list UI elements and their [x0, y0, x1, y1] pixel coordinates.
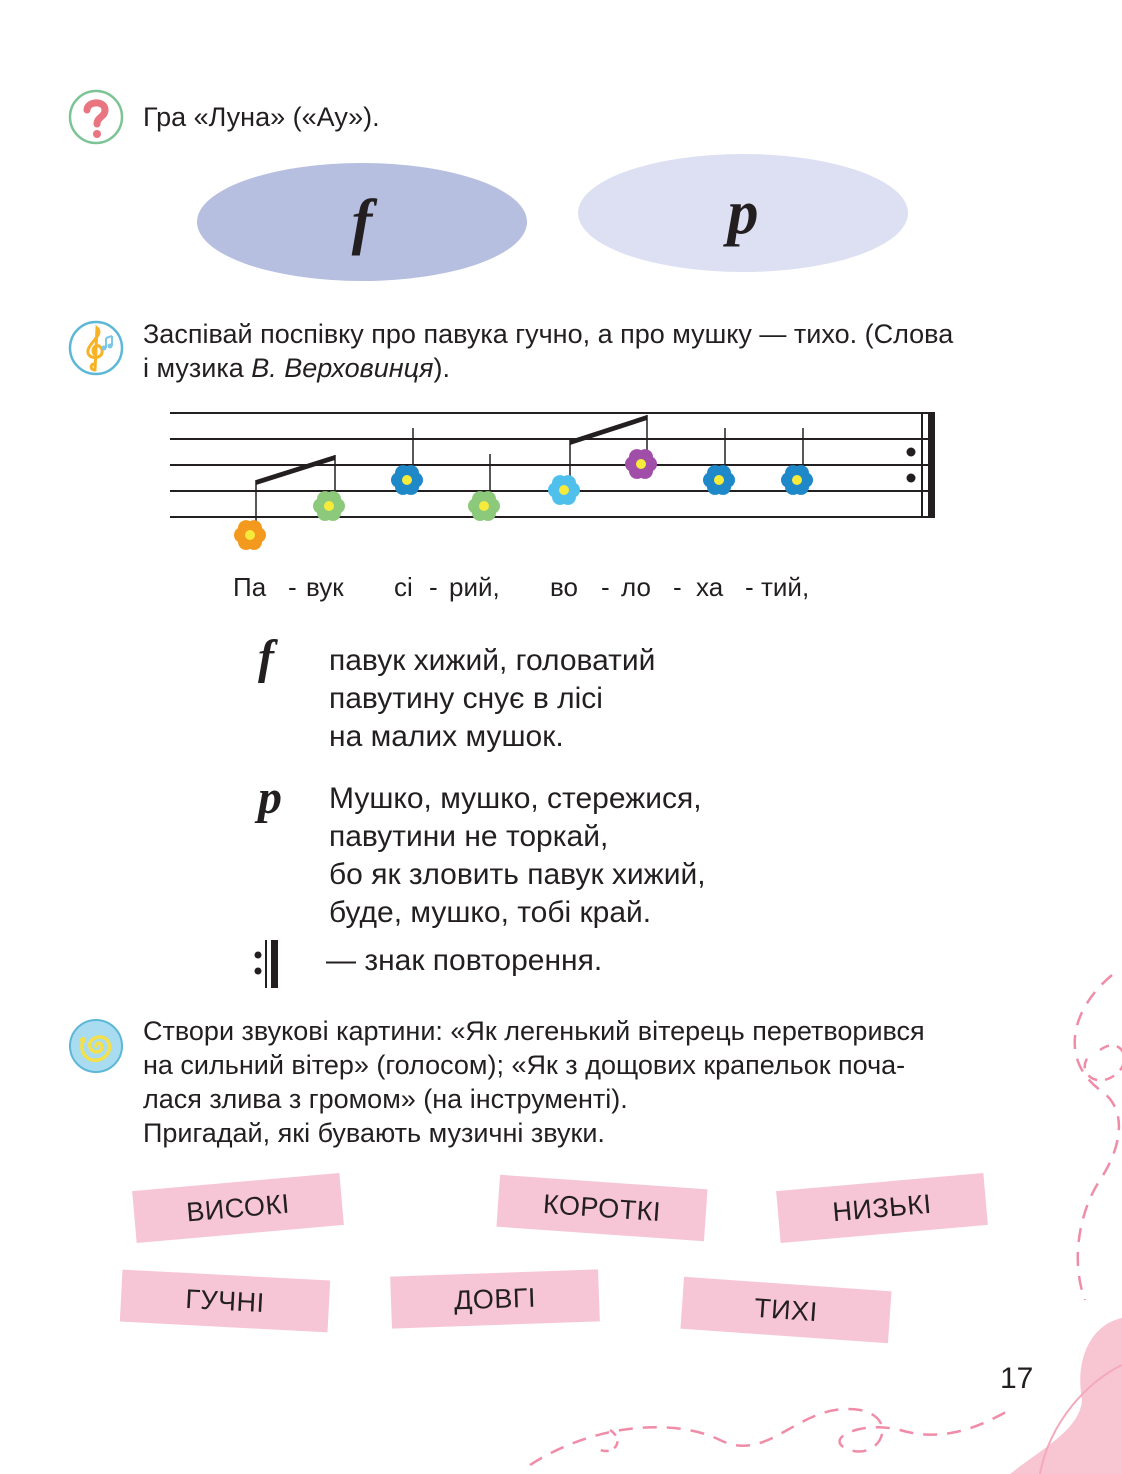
repeat-sign-icon	[254, 940, 278, 988]
task3-line: лася злива з громом» (на інструменті).	[143, 1084, 628, 1114]
lyric-syllable: тий,	[761, 572, 810, 602]
verse-line: бо як зловить павук хижий,	[329, 858, 706, 891]
flower-note	[703, 465, 735, 495]
task2-instruction: Заспівай поспівку про павука гучно, а пр…	[143, 317, 1043, 385]
task1-text: Гра «Луна» («Ау»).	[143, 102, 380, 132]
flower-note	[234, 520, 266, 550]
lyric-syllable: Па	[233, 572, 267, 602]
flower-note	[313, 491, 345, 521]
flower-notes	[234, 449, 813, 550]
flower-note	[391, 465, 423, 495]
task2-line2-suffix: ).	[433, 353, 450, 383]
question-icon	[68, 89, 124, 145]
flower-note	[781, 465, 813, 495]
spiral-icon	[68, 1018, 124, 1074]
flower-note	[468, 491, 500, 521]
lyric-syllable: ха	[696, 572, 724, 602]
flower-note	[625, 449, 657, 479]
page-number: 17	[1000, 1362, 1034, 1395]
card-long: ДОВГІ	[390, 1269, 600, 1329]
task3-text: Створи звукові картини: «Як легенький ві…	[143, 1014, 1043, 1150]
lyric-syllable: во	[550, 572, 578, 602]
task3-line: на сильний вітер» (голосом); «Як з дощов…	[143, 1050, 906, 1080]
task3-line: Пригадай, які бувають музичні звуки.	[143, 1118, 605, 1148]
forte-oval: f	[197, 163, 527, 281]
piano-mark: p	[727, 178, 759, 247]
beam	[570, 415, 647, 445]
verse-line: Мушко, мушко, стережися,	[329, 782, 702, 815]
task2-line2: і музика В. Верховинця).	[143, 351, 1043, 385]
verse-line: павук хижий, головатий	[329, 644, 656, 677]
flower-note	[548, 475, 580, 505]
treble-clef-icon	[68, 320, 124, 376]
staff-lines	[170, 412, 932, 518]
beam	[256, 455, 335, 485]
verse-line: на малих мушок.	[329, 720, 564, 753]
lyric-hyphen: -	[673, 572, 682, 602]
lyric-syllable: рий,	[449, 572, 500, 602]
verse-piano-mark: p	[258, 771, 282, 824]
note-beams	[256, 415, 647, 485]
verse-forte-mark: f	[258, 631, 274, 684]
verse-line: павутини не торкай,	[329, 820, 609, 853]
lyric-syllable: сі	[394, 572, 413, 602]
lyric-hyphen: -	[745, 572, 754, 602]
repeat-sign	[906, 412, 935, 518]
lyric-hyphen: -	[429, 572, 438, 602]
verse-forte: павук хижий, головатий павутину снує в л…	[329, 642, 655, 756]
repeat-note: — знак повторення.	[326, 944, 603, 977]
forte-mark: f	[351, 187, 373, 256]
lyric-syllable: ло	[621, 572, 651, 602]
piano-oval: p	[578, 154, 908, 272]
task2-line1: Заспівай поспівку про павука гучно, а пр…	[143, 319, 954, 349]
lyric-hyphen: -	[288, 572, 297, 602]
task3-line: Створи звукові картини: «Як легенький ві…	[143, 1016, 925, 1046]
verse-line: павутину снує в лісі	[329, 682, 603, 715]
verse-piano: Мушко, мушко, стережися, павутини не тор…	[329, 780, 706, 932]
task2-author: В. Верховинця	[251, 353, 434, 383]
card-loud: ГУЧНІ	[119, 1269, 331, 1333]
lyric-syllable: вук	[306, 572, 344, 602]
lyric-hyphen: -	[601, 572, 610, 602]
task2-line2-prefix: і музика	[143, 353, 252, 383]
verse-line: буде, мушко, тобі край.	[329, 896, 652, 929]
music-staff	[170, 412, 935, 550]
